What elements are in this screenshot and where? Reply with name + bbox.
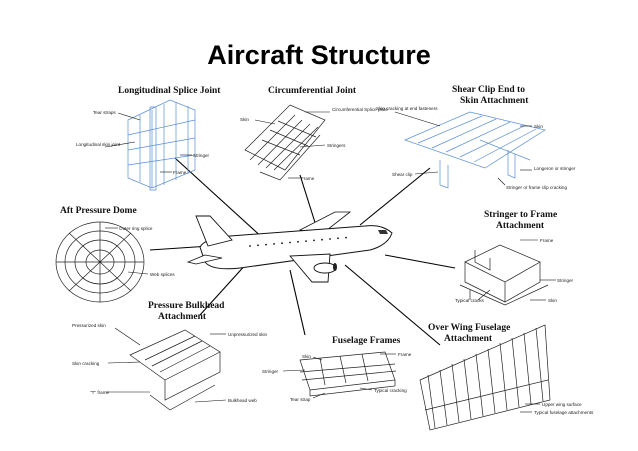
panel-fuselage-frames: Fuselage Frames Skin Frame Stringer Tear… bbox=[262, 336, 412, 402]
pressure-bulkhead-drawing bbox=[129, 329, 221, 411]
panel-title-bulkhead-1: Pressure Bulkhead bbox=[148, 301, 225, 311]
label-skin-cracking: Skin cracking at end fasteners bbox=[376, 106, 438, 111]
panel-aft-pressure-dome: Aft Pressure Dome Outer ring splice Web … bbox=[55, 206, 175, 303]
panel-title-shear-clip-1: Shear Clip End to bbox=[452, 85, 525, 95]
label-bulkhead-web: Bulkhead web bbox=[228, 398, 257, 403]
panel-title-aft-dome: Aft Pressure Dome bbox=[60, 206, 137, 216]
aft-pressure-dome-drawing bbox=[55, 221, 145, 303]
label-typical-fuselage-attachments: Typical fuselage attachments bbox=[534, 410, 594, 415]
panel-longitudinal-splice-joint: Longitudinal Splice Joint Tear straps Lo… bbox=[76, 86, 221, 191]
label-longitudinal-skin-joint: Longitudinal skin joint bbox=[76, 142, 121, 147]
label-typical-cracks: Typical cracks bbox=[455, 298, 485, 303]
label-outer-ring-splice: Outer ring splice bbox=[119, 226, 153, 231]
label-longeron-or-stringer: Longeron or stringer bbox=[534, 166, 576, 171]
label-stringer: Stringer bbox=[193, 153, 210, 158]
label-shear-clip: Shear clip bbox=[392, 172, 413, 177]
panel-shear-clip: Shear Clip End to Skin Attachment Skin c… bbox=[376, 85, 576, 190]
label-skin-shear: Skin bbox=[534, 124, 543, 129]
label-stringers: Stringers bbox=[327, 143, 346, 148]
stringer-frame-drawing bbox=[459, 244, 549, 306]
label-frame-circ: Frame bbox=[301, 176, 315, 181]
label-tear-straps: Tear straps bbox=[93, 110, 116, 115]
label-frame: Frame bbox=[173, 170, 187, 175]
label-stringer-ff: Stringer bbox=[262, 369, 279, 374]
label-circumferential-splice-plate: Circumferential Splice plate bbox=[332, 107, 388, 112]
panel-over-wing: Over Wing Fuselage Attachment Upper wing… bbox=[419, 323, 594, 431]
label-skin-cracking-bh: Skin cracking bbox=[72, 361, 100, 366]
label-frame-ff: Frame bbox=[398, 352, 412, 357]
panel-title-stringer-frame-1: Stringer to Frame bbox=[484, 210, 557, 220]
label-stringer-sf: Stringer bbox=[557, 278, 574, 283]
fuselage-frames-drawing bbox=[299, 351, 397, 397]
panel-circumferential-joint: Circumferential Joint Skin Circumferenti… bbox=[240, 86, 388, 181]
label-stringer-frame-clip-cracking: Stringer or frame clip cracking bbox=[506, 185, 567, 190]
aircraft-illustration bbox=[186, 211, 393, 283]
label-tear-strap: Tear strap bbox=[290, 397, 311, 402]
panel-title-shear-clip-2: Skin Attachment bbox=[460, 96, 529, 106]
circumferential-joint-drawing bbox=[244, 104, 326, 181]
label-web-splices: Web splices bbox=[150, 272, 175, 277]
panel-title-circumferential: Circumferential Joint bbox=[268, 86, 357, 96]
shear-clip-drawing bbox=[404, 111, 546, 189]
panel-title-fuselage-frames: Fuselage Frames bbox=[332, 336, 401, 346]
panel-title-longitudinal: Longitudinal Splice Joint bbox=[118, 86, 221, 96]
panel-title-over-wing-2: Attachment bbox=[444, 334, 493, 344]
longitudinal-splice-drawing bbox=[127, 99, 196, 191]
label-skin-ff: Skin bbox=[302, 354, 311, 359]
label-t-frame: "T" frame bbox=[90, 390, 110, 395]
label-skin: Skin bbox=[240, 117, 249, 122]
panel-title-bulkhead-2: Attachment bbox=[158, 312, 207, 322]
label-pressurized-skin: Pressurized skin bbox=[72, 323, 106, 328]
label-upper-wing-surface: Upper wing surface bbox=[542, 402, 582, 407]
over-wing-drawing bbox=[419, 324, 551, 431]
slide-title: Aircraft Structure bbox=[207, 40, 431, 70]
label-skin-sf: Skin bbox=[548, 298, 557, 303]
label-frame-sf: Frame bbox=[540, 238, 554, 243]
panel-pressure-bulkhead: Pressure Bulkhead Attachment Pressurized… bbox=[72, 301, 268, 411]
panel-title-over-wing-1: Over Wing Fuselage bbox=[428, 323, 510, 333]
label-typical-cracking: Typical cracking bbox=[374, 388, 407, 393]
label-unpressurized-skin: Unpressurized skin bbox=[228, 332, 268, 337]
panel-title-stringer-frame-2: Attachment bbox=[496, 221, 545, 231]
panel-stringer-frame: Stringer to Frame Attachment Frame Strin… bbox=[455, 210, 574, 306]
